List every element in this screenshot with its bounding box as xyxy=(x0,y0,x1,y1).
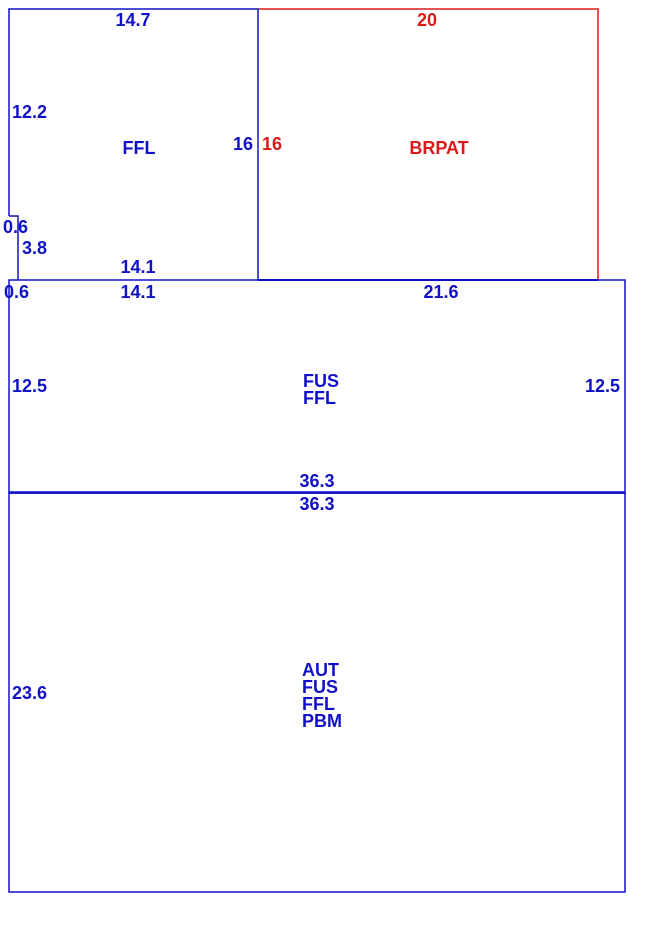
lower-room-name-4: PBM xyxy=(302,711,342,731)
ffl-right-dimension: 16 xyxy=(233,134,253,154)
middle-top-notch-dimension: 0.6 xyxy=(4,282,29,302)
middle-room-name-1: FUS xyxy=(303,371,339,391)
lower-room-outline xyxy=(8,492,626,893)
middle-right-dimension: 12.5 xyxy=(585,376,620,396)
ffl-notch-width: 0.6 xyxy=(3,217,28,237)
lower-top-dimension: 36.3 xyxy=(299,494,334,514)
middle-top-left-dimension: 14.1 xyxy=(120,282,155,302)
ffl-top-dimension: 14.7 xyxy=(115,10,150,30)
ffl-left-dimension: 12.2 xyxy=(12,102,47,122)
middle-room-name-2: FFL xyxy=(303,388,336,408)
middle-top-right-dimension: 21.6 xyxy=(423,282,458,302)
lower-room-name-1: AUT xyxy=(302,660,339,680)
ffl-bottom-dimension: 14.1 xyxy=(120,257,155,277)
ffl-room-outline xyxy=(8,8,259,280)
ffl-notch-height: 3.8 xyxy=(22,238,47,258)
lower-left-dimension: 23.6 xyxy=(12,683,47,703)
brpat-room-name: BRPAT xyxy=(409,138,468,158)
ffl-notch-outline xyxy=(9,215,19,280)
middle-left-dimension: 12.5 xyxy=(12,376,47,396)
brpat-room-outline xyxy=(258,8,599,280)
brpat-left-dimension: 16 xyxy=(262,134,282,154)
ffl-room-name: FFL xyxy=(123,138,156,158)
lower-room-name-3: FFL xyxy=(302,694,335,714)
middle-bottom-dimension: 36.3 xyxy=(299,471,334,491)
lower-room-name-2: FUS xyxy=(302,677,338,697)
brpat-top-dimension: 20 xyxy=(417,10,437,30)
